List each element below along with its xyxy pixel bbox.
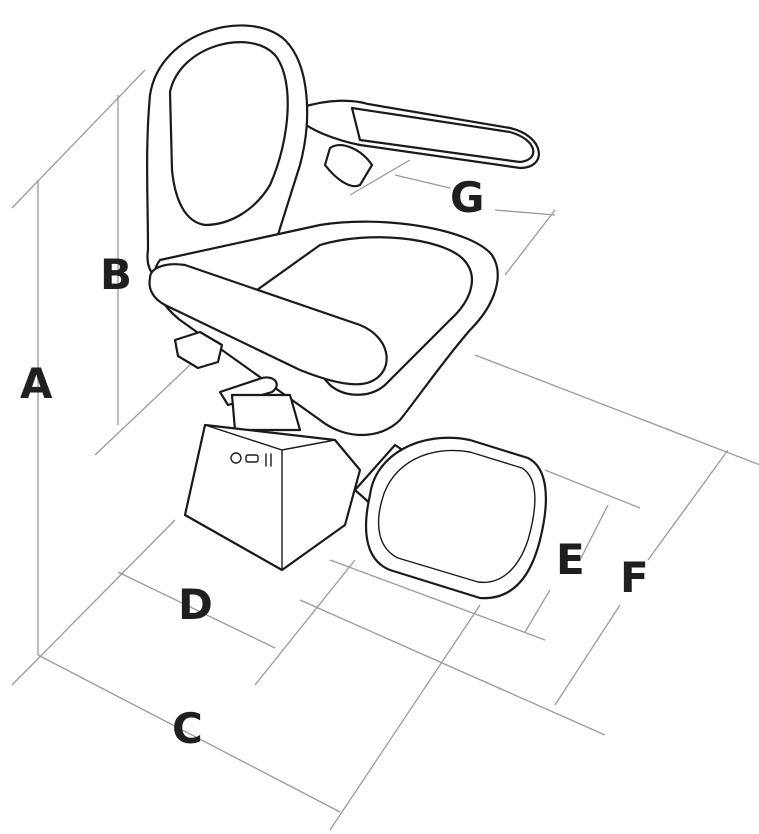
label-a: A <box>20 359 53 408</box>
dim-line-a-top <box>11 69 146 209</box>
dim-line-c <box>37 654 341 813</box>
control-knob <box>173 330 224 370</box>
dim-line-e-bottom <box>329 559 546 641</box>
label-d: D <box>178 580 213 629</box>
indicator-icon <box>265 453 272 467</box>
power-button-icon <box>230 452 242 464</box>
dim-line-d <box>117 571 276 649</box>
dim-line-g-mid <box>494 209 556 216</box>
label-g: G <box>450 173 485 222</box>
key-switch-icon <box>245 454 259 463</box>
dim-line-g-left <box>349 159 411 196</box>
dim-line-b-bottom <box>94 364 191 456</box>
dim-line-e-lower <box>524 589 551 633</box>
label-b: B <box>100 250 133 299</box>
label-e: E <box>556 535 585 584</box>
rear-armrest-pad <box>350 106 535 164</box>
swivel-lever <box>323 144 374 188</box>
backrest-cushion <box>168 41 289 227</box>
dim-line-g-top <box>394 174 451 189</box>
dim-line-f-top <box>474 354 759 466</box>
dim-line-a-bottom <box>11 519 176 686</box>
carriage-unit-edge <box>204 424 336 571</box>
dim-line-e-top <box>544 469 641 509</box>
dimension-lines <box>11 69 759 831</box>
label-c: C <box>172 704 203 753</box>
dim-line-f-vertical <box>647 449 729 561</box>
dim-line-e-vertical <box>579 504 609 561</box>
dim-line-f-bottom <box>299 599 606 736</box>
stairlift-chair <box>146 24 547 600</box>
dim-line-d-end <box>254 559 356 686</box>
front-armrest <box>148 263 388 386</box>
footrest-plate <box>377 449 536 584</box>
dim-line-c-end <box>329 604 481 831</box>
label-f: F <box>620 553 649 602</box>
dim-line-f-lower <box>554 604 621 706</box>
footrest <box>364 436 547 600</box>
carriage-column <box>230 393 302 432</box>
dim-line-g-vertical <box>504 209 556 276</box>
